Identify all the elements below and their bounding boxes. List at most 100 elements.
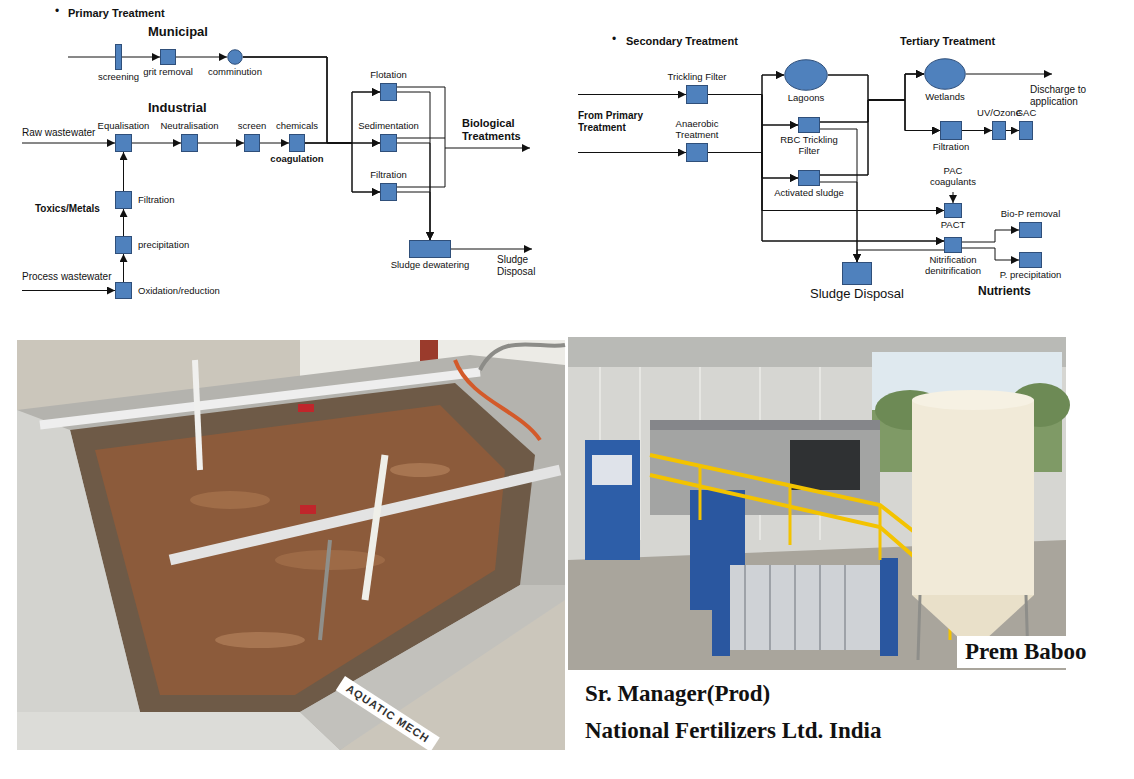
plant-photo [568, 337, 1070, 670]
process-box [115, 44, 122, 70]
tank-photo [17, 712, 340, 750]
process-box: Sludge Disposal [842, 262, 872, 285]
flow-arrow [708, 75, 784, 153]
node-label: chemicals [276, 121, 318, 132]
flow-arrow [305, 92, 380, 143]
author-credit: Sr. Manager(Prod) [585, 680, 770, 708]
process-box [798, 117, 820, 133]
plant-photo [880, 558, 898, 656]
flow-line [445, 148, 530, 149]
pond-ellipse: comminution [227, 49, 243, 65]
tank-photo [17, 410, 140, 735]
flow-line [22, 290, 115, 291]
plant-photo [794, 565, 796, 650]
tank-photo [365, 455, 385, 600]
pond-ellipse [924, 58, 966, 90]
tank-photo [300, 505, 316, 514]
process-box: P. precipitation [1019, 252, 1042, 268]
annotation-label: Nutrients [978, 285, 1031, 299]
node-label: Flotation [370, 70, 406, 81]
flow-arrow [123, 254, 124, 282]
annotation-label: Biological Treatments [462, 117, 530, 142]
node-label: Nitrification denitrification [914, 255, 992, 277]
tank-photo [300, 585, 565, 750]
process-box [181, 134, 198, 152]
node-label: Activated sludge [774, 188, 844, 199]
process-box [944, 237, 962, 253]
flow-line [451, 249, 532, 250]
tank-photo [17, 355, 565, 750]
flow-line [445, 87, 446, 187]
tank-photo [390, 463, 450, 477]
node-label: coagulation [270, 154, 323, 165]
node-label: Sludge dewatering [391, 260, 470, 271]
plant-photo [720, 565, 890, 650]
node-label: Anaerobic Treatment [668, 119, 726, 141]
process-box: GAC [1019, 121, 1033, 140]
plant-photo [912, 400, 1034, 595]
flow-arrow [708, 153, 944, 242]
process-box: Trickling Filter [686, 85, 708, 104]
process-box: grit removal [160, 49, 176, 65]
node-label: Wetlands [925, 92, 964, 103]
process-box [842, 262, 872, 285]
process-box: Sludge dewatering [409, 240, 451, 258]
process-box: Activated sludge [798, 170, 820, 186]
node-label: GAC [1016, 108, 1037, 119]
annotation-label: Raw wastewater [22, 127, 95, 139]
node-label: screen [238, 121, 267, 132]
node-label: Sedimentation [358, 121, 419, 132]
flow-line [397, 138, 445, 139]
plant-photo [918, 595, 920, 660]
process-box [686, 85, 708, 104]
annotation-label: Secondary Treatment [626, 35, 738, 48]
flow-arrow [176, 57, 227, 58]
process-box: Filtration [380, 183, 397, 201]
node-label: P. precipitation [1000, 270, 1062, 281]
plant-photo [744, 565, 746, 650]
flow-line [578, 94, 686, 95]
pond-ellipse [784, 59, 828, 91]
flow-arrow [820, 74, 924, 175]
flow-arrow [123, 152, 124, 191]
node-label: Oxidation/reduction [138, 285, 220, 296]
process-box: Sedimentation [380, 134, 397, 152]
flow-arrow [397, 192, 430, 240]
flow-line [953, 192, 954, 203]
node-label: Filtration [933, 142, 969, 153]
node-label: RBC Trickling Filter [774, 135, 844, 157]
process-box: precipitation [115, 236, 132, 254]
process-box [244, 134, 260, 152]
node-label: Filtration [138, 195, 174, 206]
flow-arrow [1006, 130, 1019, 131]
node-label: Filtration [370, 170, 406, 181]
tank-photo [40, 372, 480, 425]
tank-photo [320, 540, 330, 640]
flow-arrow [820, 100, 940, 131]
flow-line [22, 57, 1052, 291]
author-credit: National Fertilizers Ltd. India [585, 717, 881, 745]
annotation-label: Sludge Disposal [497, 254, 545, 277]
process-box: screen [244, 134, 260, 152]
annotation-label: Industrial [148, 101, 207, 116]
plant-photo [789, 485, 792, 545]
flow-arrow [828, 74, 924, 100]
process-box [115, 191, 132, 209]
process-box [940, 121, 962, 140]
annotation-label: Primary Treatment [68, 7, 165, 20]
plant-photo [912, 595, 1034, 640]
tank-photo [298, 404, 314, 412]
process-box [380, 183, 397, 201]
tank-photo [190, 491, 270, 509]
flow-arrow [198, 143, 244, 144]
flow-arrow [122, 57, 160, 58]
flow-line [578, 152, 686, 153]
process-box: Oxidation/reduction [115, 282, 132, 299]
node-label: screening [98, 72, 139, 83]
process-box [380, 134, 397, 152]
process-box: RBC Trickling Filter [798, 117, 820, 133]
process-box: Equalisation [115, 134, 132, 152]
process-box [115, 282, 132, 299]
pond-ellipse [228, 50, 243, 65]
flow-line [397, 87, 445, 88]
